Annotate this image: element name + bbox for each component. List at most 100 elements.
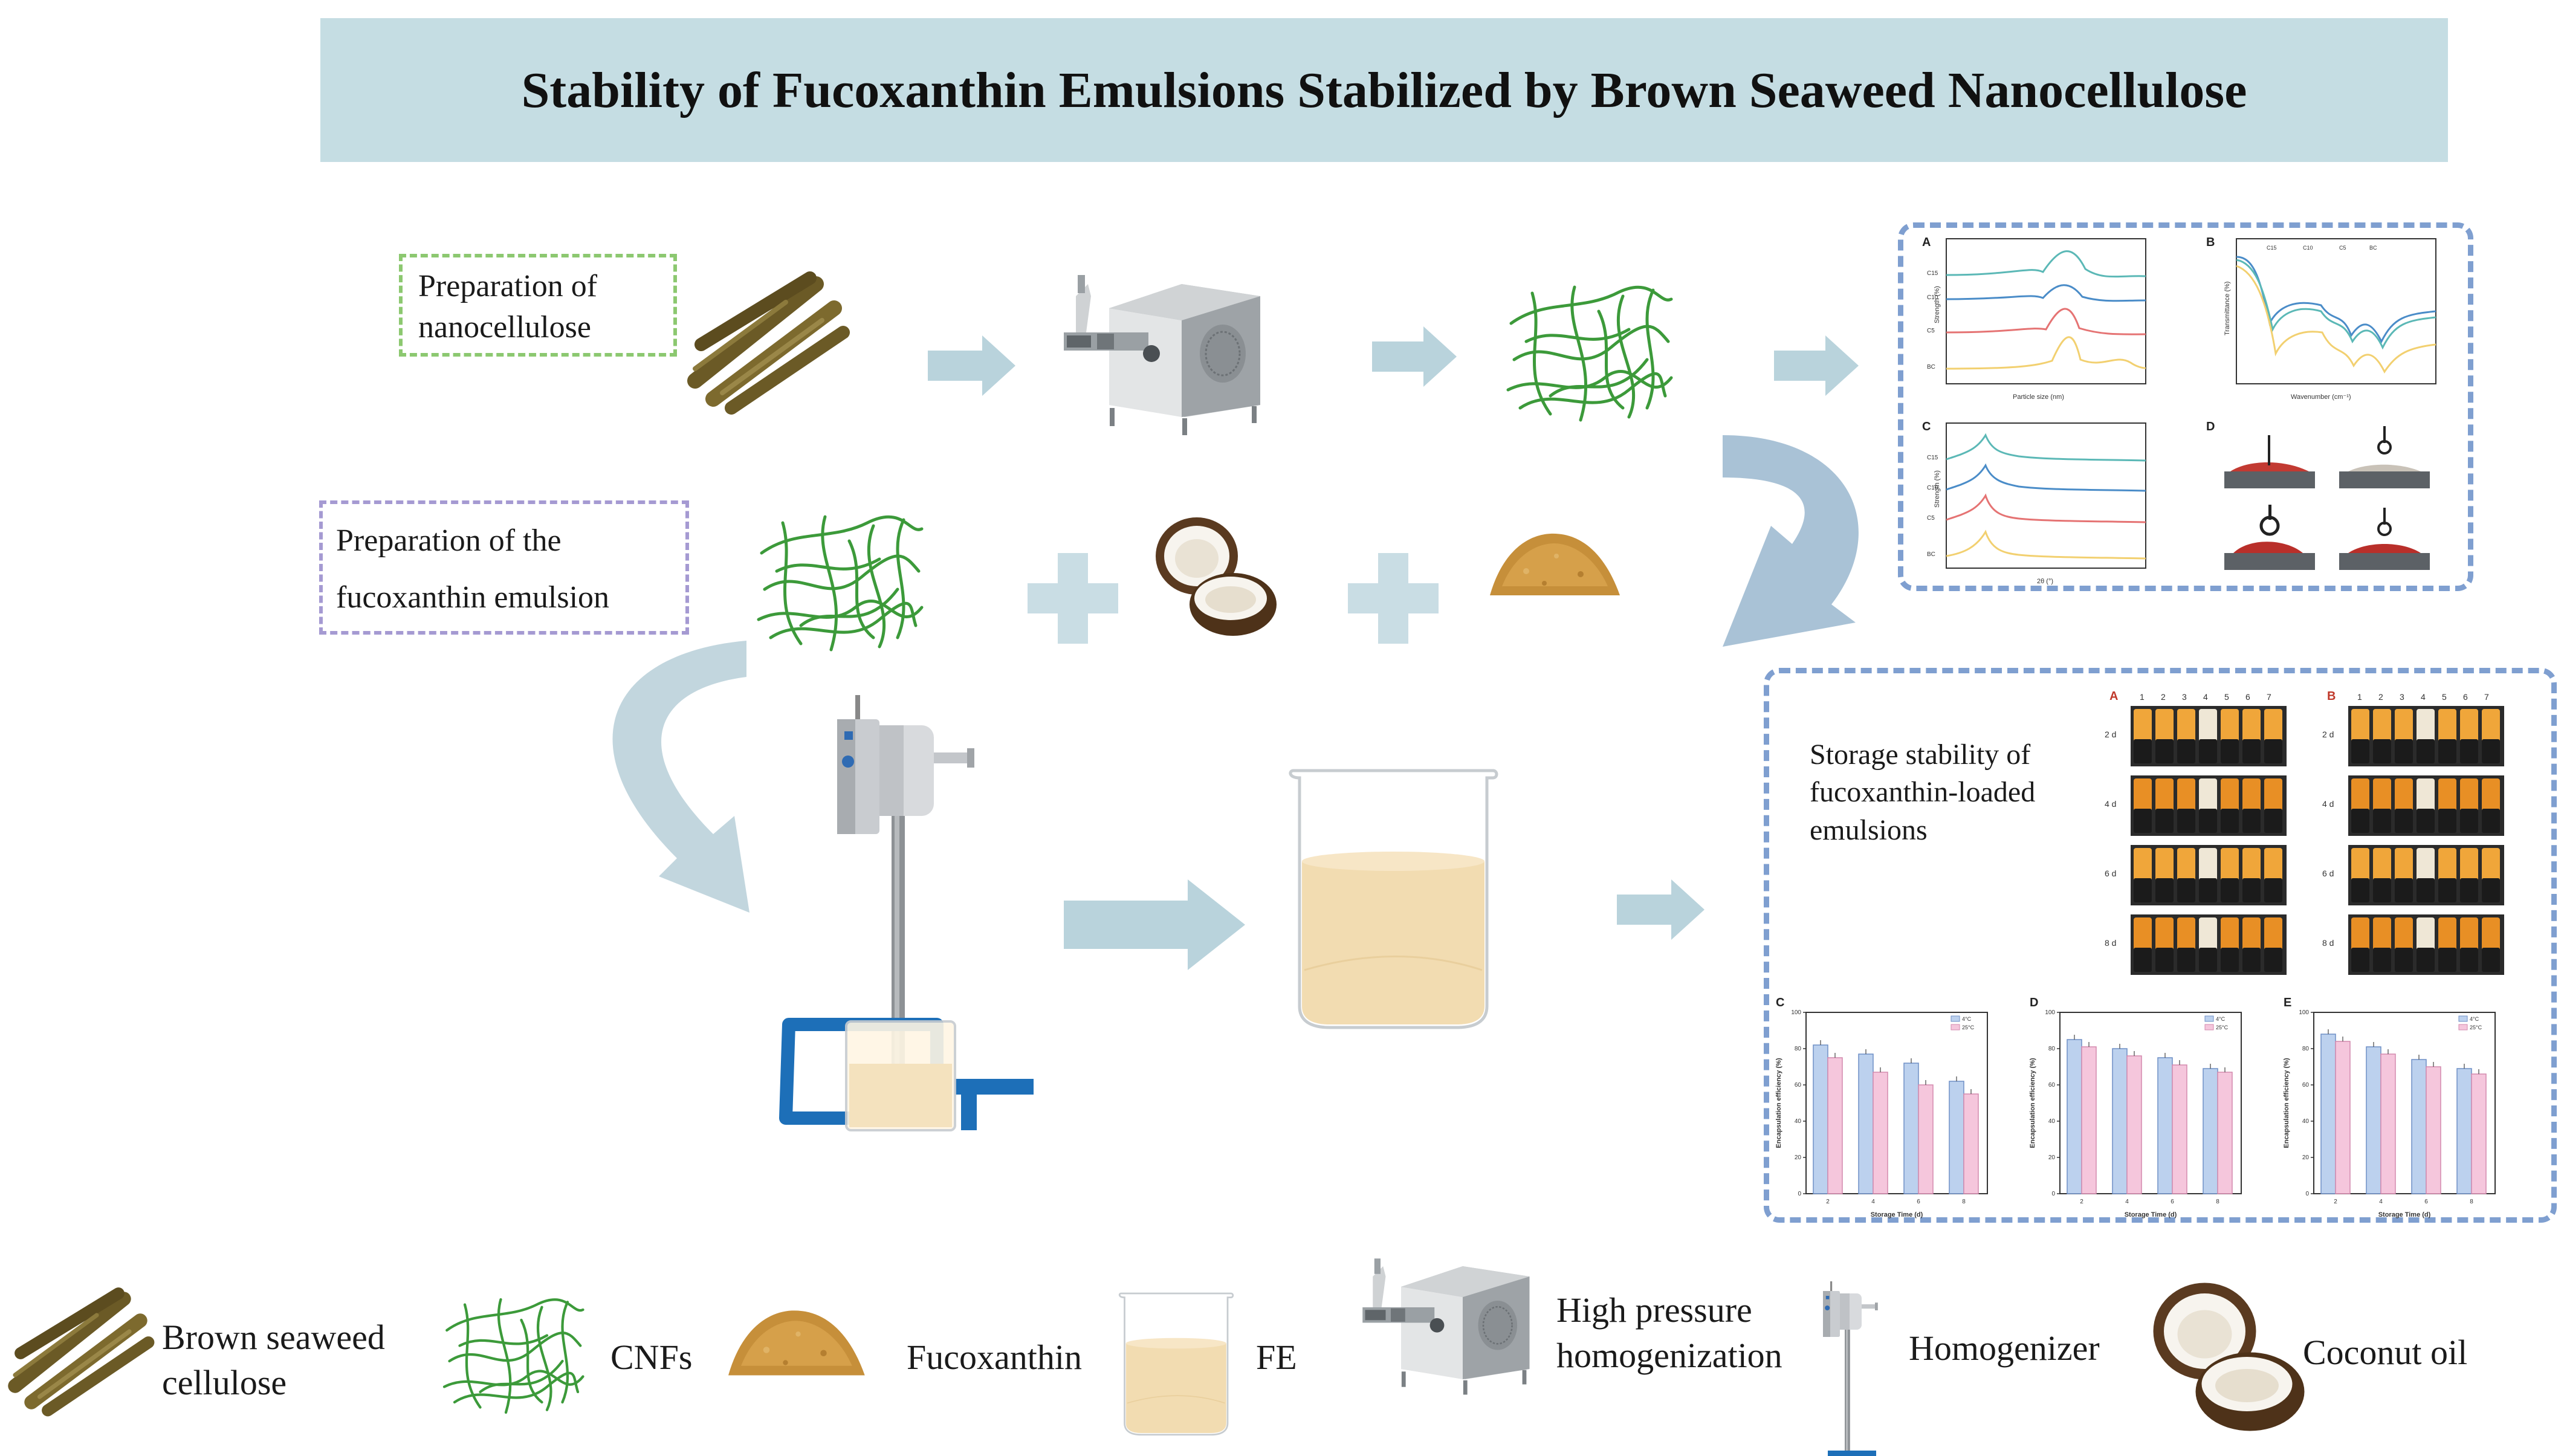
panel-a-ylabel: Strength (%)	[1934, 286, 1941, 323]
vial-base	[2134, 878, 2152, 902]
vial	[2177, 917, 2195, 954]
vial	[2417, 709, 2435, 745]
bar-25c	[2335, 1041, 2351, 1194]
vial	[2373, 917, 2391, 954]
vial	[2134, 917, 2152, 954]
legend-hph-line2: homogenization	[1556, 1336, 1782, 1376]
bar-4c	[1949, 1081, 1964, 1194]
vial-base	[2482, 739, 2500, 763]
vial-base	[2417, 878, 2435, 902]
panel-c-series-bc: BC	[1927, 551, 1935, 558]
curved-arrow-right	[1723, 435, 1859, 647]
bar-25c	[1963, 1093, 1979, 1194]
photos-b-col-6: 6	[2463, 692, 2468, 702]
panel-c-ylabel: Strength (%)	[1934, 470, 1941, 508]
vial-base	[2242, 948, 2261, 972]
legend-cellulose-icon	[15, 1293, 149, 1411]
y-tick-label: 60	[2048, 1082, 2056, 1089]
legend-coconut-icon	[2153, 1283, 2305, 1431]
bar-4c	[2067, 1039, 2082, 1194]
photos-b-letter: B	[2327, 690, 2336, 703]
vial-base	[2460, 739, 2478, 763]
y-tick-label: 0	[1798, 1191, 1801, 1197]
vial	[2134, 848, 2152, 884]
x-tick-label: 2	[2080, 1199, 2083, 1205]
vial-base	[2395, 809, 2413, 833]
vial	[2351, 709, 2369, 745]
vial	[2460, 778, 2478, 815]
vial-base	[2395, 878, 2413, 902]
vial-base	[2155, 948, 2174, 972]
photos-a-col-3: 3	[2182, 692, 2187, 702]
photos-a-col-6: 6	[2245, 692, 2250, 702]
plus-sign-1	[1028, 553, 1118, 644]
vial	[2482, 709, 2500, 745]
bar-4c	[2366, 1046, 2381, 1194]
vial	[2264, 778, 2282, 815]
vial-base	[2264, 878, 2282, 902]
vial-base	[2242, 739, 2261, 763]
panel-d-contact-angle: D	[2206, 420, 2430, 570]
vial-base	[2438, 948, 2456, 972]
x-tick-label: 6	[1917, 1199, 1920, 1205]
vial-base	[2417, 809, 2435, 833]
panel-b-legend-bc: BC	[2369, 245, 2377, 251]
panel-c-xlabel: 2θ (°)	[2037, 578, 2053, 585]
x-axis-label: Storage Time (d)	[2378, 1211, 2431, 1218]
photos-b-col-1: 1	[2357, 692, 2362, 702]
y-tick-label: 100	[1791, 1009, 1801, 1016]
x-tick-label: 4	[1871, 1199, 1875, 1205]
stability-panel-box	[1764, 668, 2557, 1223]
emulsion-step-box	[319, 500, 689, 635]
contact-angle-image-4	[2339, 508, 2430, 570]
vial-base	[2460, 948, 2478, 972]
y-tick-label: 20	[1795, 1154, 1802, 1161]
vial	[2199, 848, 2217, 884]
vial-base	[2351, 878, 2369, 902]
photos-a-col-5: 5	[2224, 692, 2229, 702]
vial-base	[2177, 809, 2195, 833]
vial-base	[2221, 809, 2239, 833]
vial	[2155, 778, 2174, 815]
chart-frame	[2059, 1012, 2242, 1194]
panel-b-ylabel: Transmittance (%)	[2224, 282, 2231, 335]
vial-base	[2242, 878, 2261, 902]
vial-base	[2155, 809, 2174, 833]
panel-d-letter: D	[2206, 420, 2215, 433]
storage-line2: fucoxanthin-loaded	[1810, 776, 2036, 809]
vial-base	[2351, 948, 2369, 972]
photos-a-row-6d: 6 d	[2105, 869, 2116, 878]
vial	[2438, 848, 2456, 884]
vial	[2438, 709, 2456, 745]
vial	[2242, 709, 2261, 745]
vial-base	[2221, 878, 2239, 902]
vial	[2373, 778, 2391, 815]
bar-4c	[2112, 1048, 2128, 1194]
contact-angle-image-1	[2224, 435, 2315, 488]
vial	[2460, 848, 2478, 884]
vial-base	[2373, 878, 2391, 902]
legend-swatch	[2458, 1024, 2468, 1031]
vial	[2395, 917, 2413, 954]
panel-c-xrd: C C15 C10 C5 BC 2θ (°) Strength (%)	[1922, 420, 2146, 585]
panel-b-ftir: B C15 C10 C5 BC Wavenumber (cm⁻¹) Transm…	[2206, 236, 2436, 401]
y-tick-label: 20	[2302, 1154, 2310, 1161]
vial-base	[2134, 739, 2152, 763]
vial	[2221, 848, 2239, 884]
legend-fe-label: FE	[1256, 1338, 1297, 1377]
panel-a-series-bc: BC	[1927, 364, 1935, 370]
legend-swatch	[2458, 1015, 2468, 1022]
vial-base	[2438, 878, 2456, 902]
photos-b-col-5: 5	[2442, 692, 2447, 702]
vial-base	[2395, 739, 2413, 763]
vial	[2155, 917, 2174, 954]
nanocellulose-step-box	[399, 254, 677, 357]
bar-25c	[2217, 1072, 2233, 1194]
vial-base	[2460, 878, 2478, 902]
y-tick-label: 80	[1795, 1046, 1802, 1052]
vial-base	[2417, 948, 2435, 972]
